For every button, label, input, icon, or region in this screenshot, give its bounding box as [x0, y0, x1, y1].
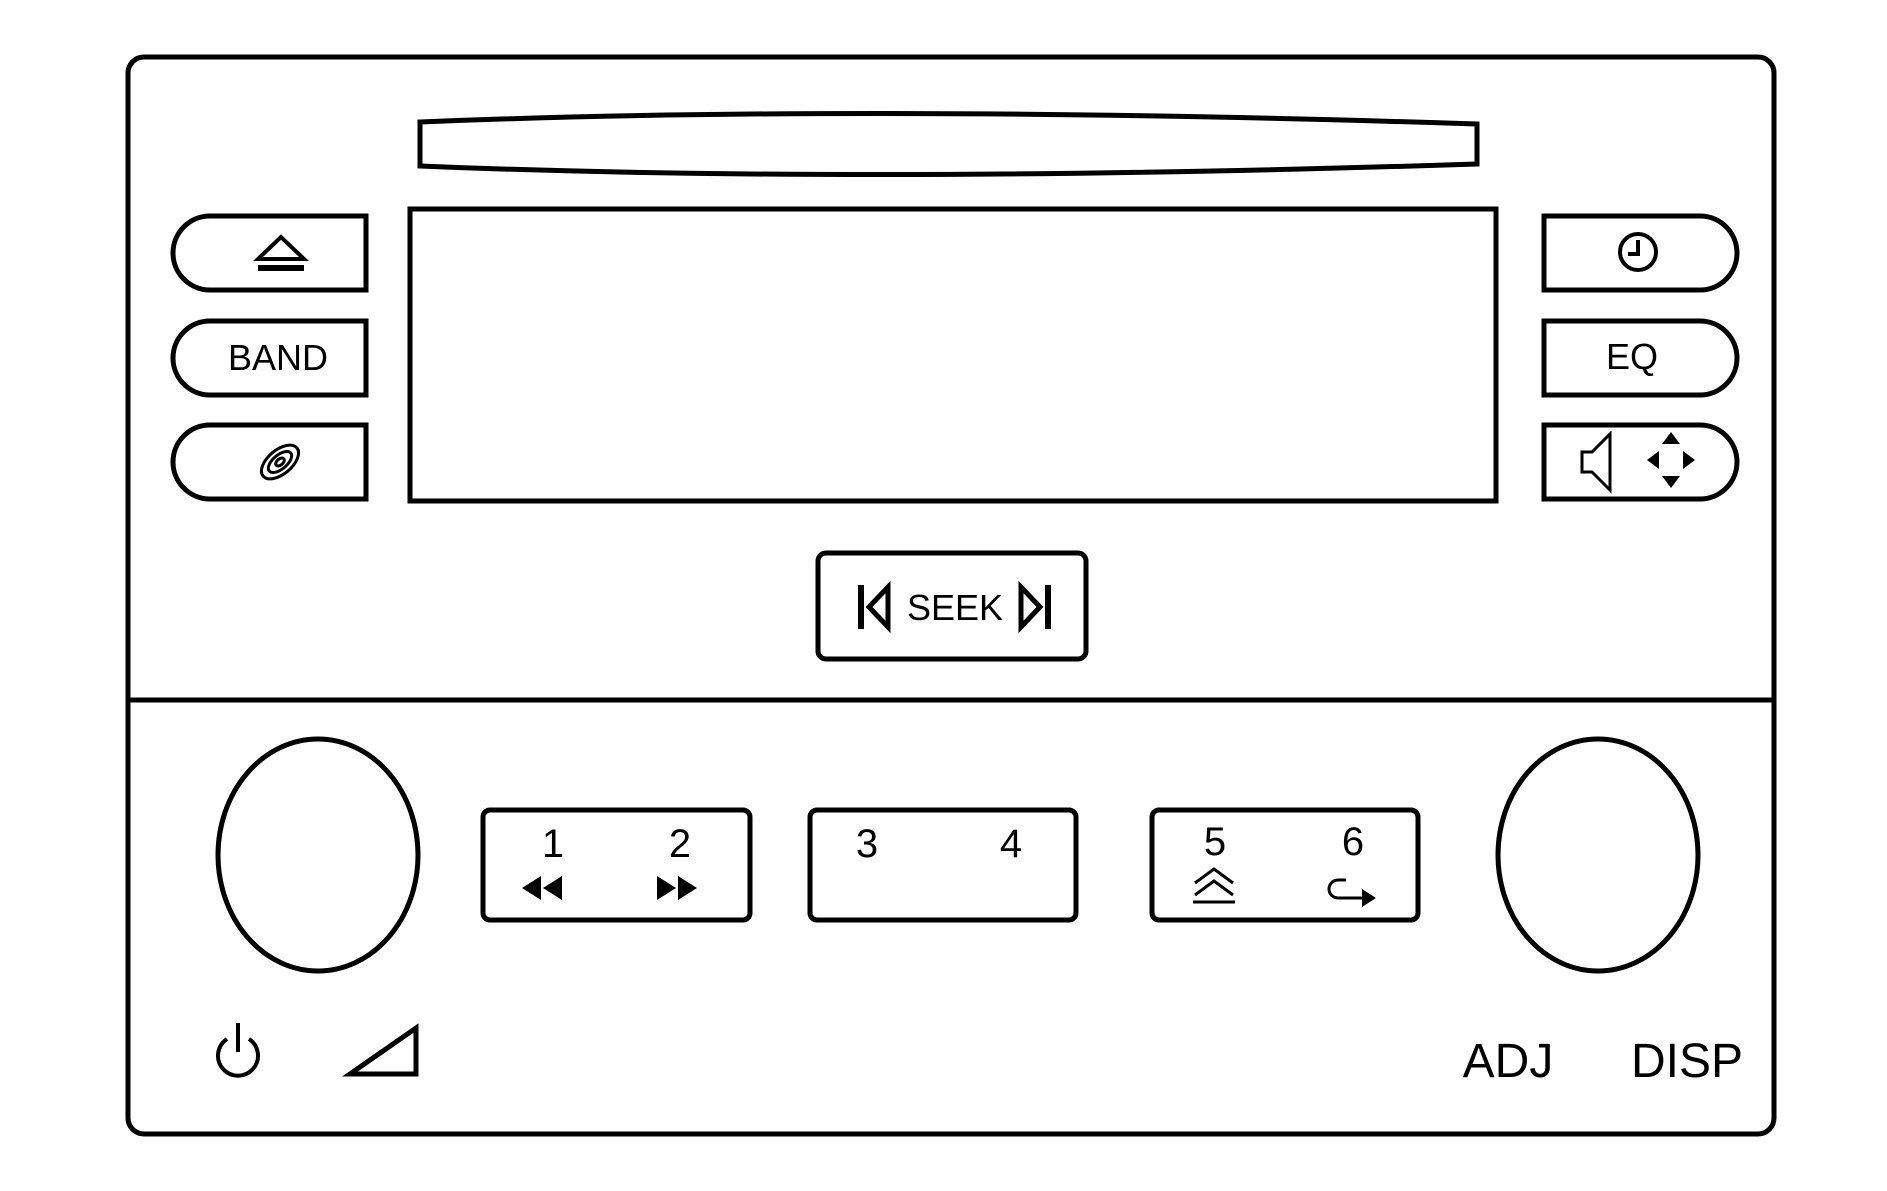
eq-button-label: EQ: [1606, 336, 1658, 377]
eject-button[interactable]: [170, 213, 369, 293]
folder-up-icon: [1193, 867, 1235, 904]
power-icon: [216, 1023, 260, 1078]
seek-button[interactable]: SEEK: [815, 550, 1089, 662]
eq-button[interactable]: EQ: [1541, 318, 1740, 398]
disp-label: DISP: [1631, 1035, 1743, 1088]
preset-5-label: 5: [1204, 820, 1226, 864]
clock-icon: [1618, 232, 1658, 272]
fast-forward-icon: [657, 876, 697, 900]
speaker-arrows-icon: [1580, 430, 1695, 494]
preset-4-label: 4: [1000, 822, 1022, 866]
audio-tone-button[interactable]: [1541, 422, 1740, 502]
preset-3-label: 3: [856, 822, 878, 866]
cd-slot[interactable]: [417, 110, 1480, 178]
band-button[interactable]: BAND: [170, 318, 369, 398]
adjust-display-knob[interactable]: [1495, 736, 1701, 974]
seek-previous-icon: [858, 580, 891, 634]
preset-3-4-button[interactable]: 3 4: [807, 807, 1079, 923]
disc-icon: [259, 443, 301, 481]
repeat-icon: [1327, 878, 1376, 907]
faceplate-outline: [125, 54, 1777, 1137]
seek-next-icon: [1018, 580, 1051, 634]
display-screen: [407, 206, 1499, 504]
clock-button[interactable]: [1541, 213, 1740, 293]
volume-icon: [342, 1023, 419, 1077]
cd-aux-button[interactable]: [170, 422, 369, 502]
rewind-icon: [522, 876, 562, 900]
preset-5-6-button[interactable]: 5 6: [1149, 807, 1421, 923]
eject-icon: [253, 234, 309, 271]
power-volume-knob[interactable]: [215, 736, 421, 974]
preset-2-label: 2: [669, 822, 691, 866]
preset-6-label: 6: [1342, 820, 1364, 864]
adj-label: ADJ: [1463, 1035, 1554, 1088]
band-button-label: BAND: [228, 337, 328, 378]
preset-1-2-button[interactable]: 1 2: [480, 807, 753, 923]
preset-1-label: 1: [542, 822, 564, 866]
seek-label: SEEK: [907, 587, 1003, 628]
